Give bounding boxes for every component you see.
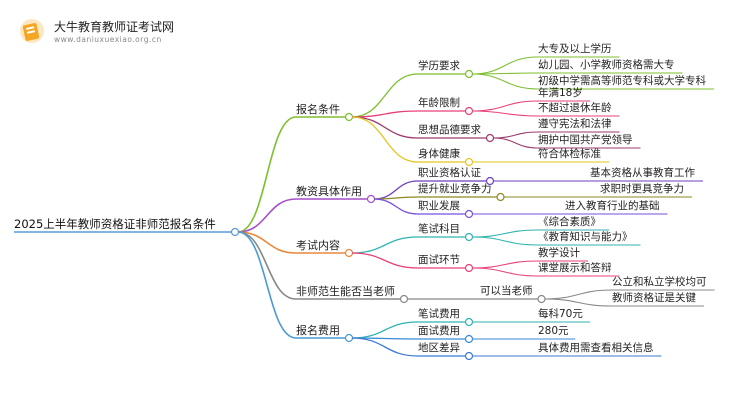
brand-title: 大牛教育教师证考试网 bbox=[54, 20, 175, 34]
branch-3: 非师范生能否当老师 bbox=[296, 285, 395, 298]
branch-1-node-1: 提升就业竞争力 bbox=[418, 183, 492, 195]
branch-4-node-2: 地区差异 bbox=[418, 342, 460, 354]
leaf-0-0-2: 初级中学需高等师范专科或大学专科 bbox=[538, 75, 706, 87]
branch-2: 考试内容 bbox=[296, 239, 340, 252]
leaf-2-0-0: 《综合素质》 bbox=[538, 216, 601, 228]
leaf-4-1-0: 280元 bbox=[538, 325, 569, 337]
branch-2-node-0: 笔试科目 bbox=[418, 223, 460, 235]
leaf-2-1-0: 教学设计 bbox=[538, 247, 580, 259]
leaf-2-0-1: 《教育知识与能力》 bbox=[538, 231, 633, 243]
branch-4-node-1: 面试费用 bbox=[418, 325, 460, 337]
leaf-0-3-0: 符合体检标准 bbox=[538, 148, 601, 160]
branch-0: 报名条件 bbox=[296, 103, 340, 116]
brand-url: www.daniuxuexiao.org.cn bbox=[54, 35, 162, 44]
leaf-3-0-0: 公立和私立学校均可 bbox=[612, 276, 707, 288]
leaf-0-0-1: 幼儿园、小学教师资格需大专 bbox=[538, 59, 675, 71]
leaf-0-1-0: 年满18岁 bbox=[538, 87, 583, 99]
leaf-0-1-1: 不超过退休年龄 bbox=[538, 102, 612, 114]
leaf-1-0-0: 基本资格从事教育工作 bbox=[590, 167, 695, 179]
branch-1-node-0: 职业资格认证 bbox=[418, 167, 481, 179]
leaf-1-1-0: 求职时更具竞争力 bbox=[600, 183, 684, 195]
leaf-4-0-0: 每科70元 bbox=[538, 308, 583, 320]
branch-3-node-0: 可以当老师 bbox=[480, 285, 533, 297]
branch-0-node-2: 思想品德要求 bbox=[418, 124, 481, 136]
brand-header: 大牛教育教师证考试网 www.daniuxuexiao.org.cn bbox=[18, 14, 358, 48]
branch-0-node-0: 学历要求 bbox=[418, 60, 460, 72]
leaf-1-2-0: 进入教育行业的基础 bbox=[565, 200, 660, 212]
branch-1-node-2: 职业发展 bbox=[418, 200, 460, 212]
leaf-2-1-1: 课堂展示和答辩 bbox=[538, 262, 612, 274]
root-topic: 2025上半年教师资格证非师范报名条件 bbox=[14, 217, 216, 231]
branch-1: 教资具体作用 bbox=[296, 185, 362, 198]
leaf-0-2-1: 拥护中国共产党领导 bbox=[538, 134, 633, 146]
book-icon bbox=[20, 19, 44, 43]
branch-2-node-1: 面试环节 bbox=[418, 254, 460, 266]
branch-0-node-3: 身体健康 bbox=[418, 148, 460, 160]
leaf-3-0-1: 教师资格证是关键 bbox=[612, 292, 696, 304]
leaf-0-0-0: 大专及以上学历 bbox=[538, 43, 612, 55]
leaf-4-2-0: 具体费用需查看相关信息 bbox=[538, 342, 654, 354]
branch-0-node-1: 年龄限制 bbox=[418, 97, 460, 109]
branch-4: 报名费用 bbox=[296, 324, 340, 337]
leaf-0-2-0: 遵守宪法和法律 bbox=[538, 118, 612, 130]
branch-4-node-0: 笔试费用 bbox=[418, 308, 460, 320]
